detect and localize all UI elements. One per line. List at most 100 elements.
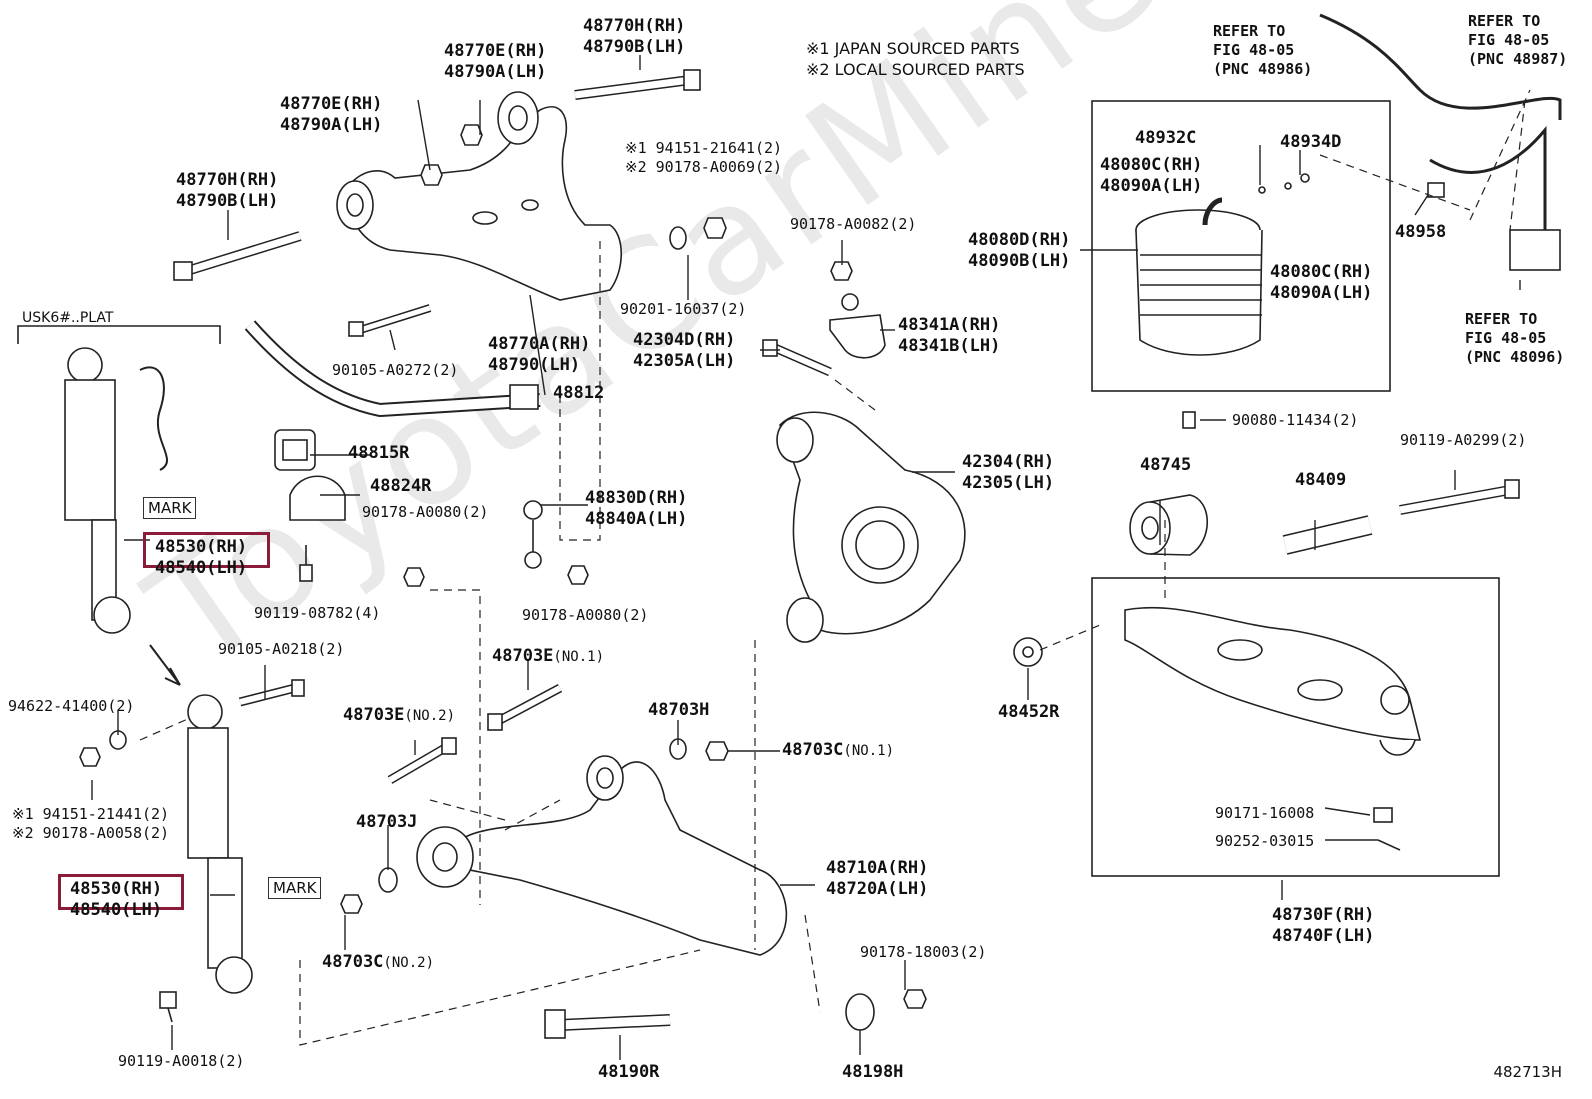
- part-90171-16008[interactable]: 90171-16008: [1215, 804, 1315, 822]
- o-ring-48932c: [1258, 186, 1266, 194]
- part-48080c-top-rh: 48080C(RH): [1100, 155, 1203, 175]
- refer-48987[interactable]: REFER TO FIG 48-05 (PNC 48987): [1468, 12, 1567, 69]
- part-48710a[interactable]: 48710A(RH) 48720A(LH): [826, 858, 928, 900]
- part-48341a-lh: 48341B(LH): [898, 336, 1001, 356]
- refer-48986-line2: FIG 48-05: [1213, 41, 1295, 59]
- group-bracket: [17, 325, 221, 344]
- arrow-shock: [149, 644, 181, 686]
- part-42304d-rh: 42304D(RH): [633, 330, 736, 350]
- refer-48096-line3: (PNC 48096): [1465, 348, 1565, 366]
- part-48341a-rh: 48341A(RH): [898, 315, 1001, 335]
- part-90178-a0082[interactable]: 90178-A0082(2): [790, 215, 917, 233]
- mark-label-bot: MARK: [268, 877, 322, 899]
- lower-arm-48710a: [416, 755, 788, 956]
- part-42304[interactable]: 42304(RH) 42305(LH): [962, 452, 1054, 494]
- part-90119-a0018[interactable]: 90119-A0018(2): [118, 1052, 245, 1070]
- part-48341a[interactable]: 48341A(RH) 48341B(LH): [898, 315, 1000, 357]
- nut-90178-a0080-a: [403, 567, 425, 587]
- part-94151-21441: ※1 94151-21441(2): [12, 805, 170, 823]
- part-90252-03015[interactable]: 90252-03015: [1215, 832, 1315, 850]
- refer-48096[interactable]: REFER TO FIG 48-05 (PNC 48096): [1465, 310, 1564, 367]
- nut-48703c-no2: [340, 894, 363, 914]
- part-48770h-left[interactable]: 48770H(RH) 48790B(LH): [176, 170, 278, 212]
- part-48824r[interactable]: 48824R: [370, 476, 432, 496]
- mark-label-top: MARK: [143, 497, 197, 519]
- part-48190r[interactable]: 48190R: [598, 1062, 660, 1082]
- part-48812[interactable]: 48812: [553, 383, 605, 403]
- part-48730f-rh: 48730F(RH): [1272, 905, 1375, 925]
- bolt-48703e-no1: [487, 684, 563, 731]
- part-48770a-rh: 48770A(RH): [488, 334, 591, 354]
- part-48452r[interactable]: 48452R: [998, 702, 1060, 722]
- part-48530-bot[interactable]: 48530(RH) 48540(LH): [70, 879, 162, 921]
- part-48730f[interactable]: 48730F(RH) 48740F(LH): [1272, 905, 1374, 947]
- nut-48703c-no1: [705, 741, 729, 761]
- part-48703h[interactable]: 48703H: [648, 700, 710, 720]
- part-48934d[interactable]: 48934D: [1280, 132, 1342, 152]
- part-48703c-no1-code: 48703C: [782, 740, 844, 760]
- part-48815r[interactable]: 48815R: [348, 443, 410, 463]
- part-48703e-no2-suffix: (NO.2): [404, 708, 455, 724]
- part-90119-a0299[interactable]: 90119-A0299(2): [1400, 431, 1527, 449]
- part-48703c-no1[interactable]: 48703C(NO.1): [782, 740, 894, 762]
- part-48703e-no1[interactable]: 48703E(NO.1): [492, 646, 604, 668]
- part-90080-11434[interactable]: 90080-11434(2): [1232, 411, 1359, 429]
- nut-90178-a0082: [830, 261, 853, 281]
- part-48932c[interactable]: 48932C: [1135, 128, 1197, 148]
- part-48770h-top[interactable]: 48770H(RH) 48790B(LH): [583, 16, 685, 58]
- part-48745[interactable]: 48745: [1140, 455, 1192, 475]
- part-48080c-right[interactable]: 48080C(RH) 48090A(LH): [1270, 262, 1372, 304]
- part-48770e-left[interactable]: 48770E(RH) 48790A(LH): [280, 94, 382, 136]
- nut-48770e-top: [460, 124, 483, 146]
- part-48770a[interactable]: 48770A(RH) 48790(LH): [488, 334, 590, 376]
- part-94151-top[interactable]: ※1 94151-21641(2) ※2 90178-A0069(2): [625, 139, 782, 177]
- dashed-lines: [139, 89, 1531, 1046]
- refer-48987-line2: FIG 48-05: [1468, 31, 1550, 49]
- part-90105-a0218[interactable]: 90105-A0218(2): [218, 640, 345, 658]
- refer-48986[interactable]: REFER TO FIG 48-05 (PNC 48986): [1213, 22, 1312, 79]
- bolt-90119-a0018: [159, 991, 177, 1023]
- refer-48986-line3: (PNC 48986): [1213, 60, 1313, 78]
- part-42304d[interactable]: 42304D(RH) 42305A(LH): [633, 330, 735, 372]
- part-48703e-no2[interactable]: 48703E(NO.2): [343, 705, 455, 727]
- part-94622[interactable]: 94622-41400(2): [8, 697, 135, 715]
- nut-94151-bot: [79, 747, 101, 767]
- part-90178-a0080-a[interactable]: 90178-A0080(2): [362, 503, 489, 521]
- link-48830d: [523, 500, 543, 569]
- part-48770e-left-lh: 48790A(LH): [280, 115, 383, 135]
- bracket-48824r: [289, 475, 346, 521]
- part-48080d[interactable]: 48080D(RH) 48090B(LH): [968, 230, 1070, 272]
- part-90201[interactable]: 90201-16037(2): [620, 300, 747, 318]
- part-48530-top-rh: 48530(RH): [155, 537, 248, 557]
- part-48080c-top-lh: 48090A(LH): [1100, 176, 1203, 196]
- part-48770e-top-rh: 48770E(RH): [444, 41, 547, 61]
- part-90178-a0080-b[interactable]: 90178-A0080(2): [522, 606, 649, 624]
- part-48770h-top-lh: 48790B(LH): [583, 37, 686, 57]
- group-label: USK6#..PLAT: [22, 310, 114, 326]
- nut-94151-top: [703, 217, 727, 239]
- part-48720a-lh: 48720A(LH): [826, 879, 929, 899]
- part-48830d[interactable]: 48830D(RH) 48840A(LH): [585, 488, 687, 530]
- ball-joint-48341a: [829, 293, 886, 359]
- part-48540-bot-lh: 48540(LH): [70, 900, 163, 920]
- o-ring-48080c-right: [1284, 182, 1292, 190]
- bolt-48190r: [544, 1009, 671, 1039]
- part-48409[interactable]: 48409: [1295, 470, 1347, 490]
- part-90178-18003[interactable]: 90178-18003(2): [860, 943, 987, 961]
- part-90178-a0058: ※2 90178-A0058(2): [12, 824, 170, 842]
- part-48080c-top[interactable]: 48080C(RH) 48090A(LH): [1100, 155, 1202, 197]
- part-90105-a0272[interactable]: 90105-A0272(2): [332, 361, 459, 379]
- part-48703j[interactable]: 48703J: [356, 812, 418, 832]
- nut-90178-a0080-b: [567, 565, 589, 585]
- part-48703e-no1-code: 48703E: [492, 646, 554, 666]
- part-90119-08782[interactable]: 90119-08782(4): [254, 604, 381, 622]
- part-42305-lh: 42305(LH): [962, 473, 1055, 493]
- part-90178-a0069: ※2 90178-A0069(2): [625, 158, 783, 176]
- part-48530-top[interactable]: 48530(RH) 48540(LH): [155, 537, 247, 579]
- part-48703c-no2[interactable]: 48703C(NO.2): [322, 952, 434, 974]
- part-48770e-top[interactable]: 48770E(RH) 48790A(LH): [444, 41, 546, 83]
- part-48198h[interactable]: 48198H: [842, 1062, 904, 1082]
- part-48958[interactable]: 48958: [1395, 222, 1447, 242]
- part-94151-bot[interactable]: ※1 94151-21441(2) ※2 90178-A0058(2): [12, 805, 169, 843]
